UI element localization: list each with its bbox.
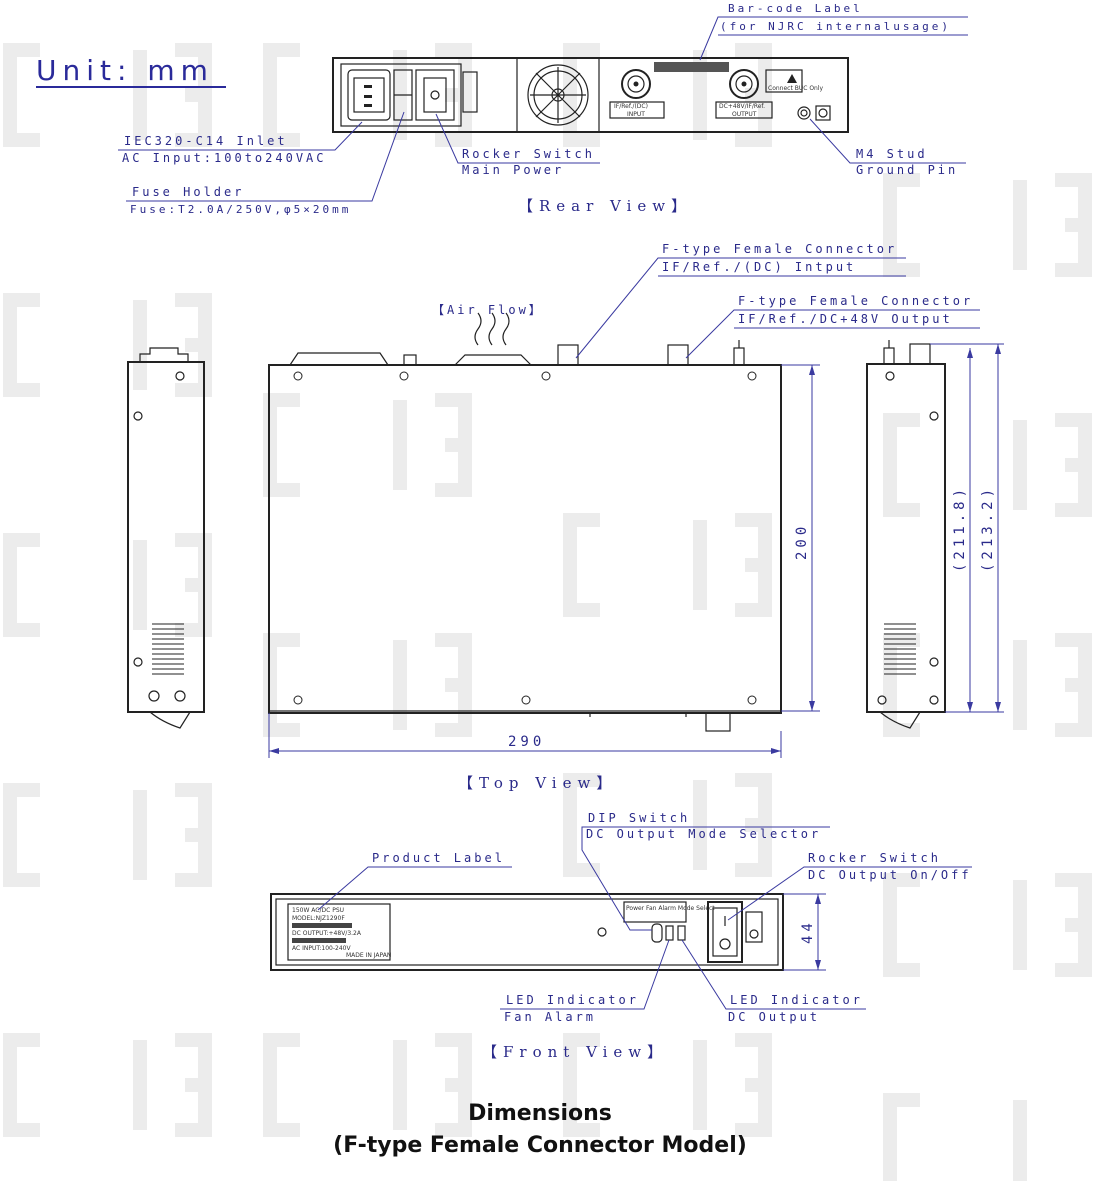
depth-dimension [781, 364, 820, 712]
width-dimension [268, 713, 782, 758]
airflow-label: 【Air Flow】 [432, 303, 544, 317]
front-panel-text: Power Fan Alarm Mode Select [626, 905, 715, 912]
barcode-label-line2: (for NJRC internalusage) [720, 20, 951, 33]
iec-inlet-label-line2: AC Input:100to240VAC [122, 151, 327, 165]
depth-dim-a-value: (211.8) [952, 485, 968, 572]
rocker-rear-label-line2: Main Power [462, 163, 564, 177]
f-output-label-line2: IF/Ref./DC+48V Output [738, 312, 953, 326]
product-text-5: MADE IN JAPAN [346, 952, 391, 959]
dip-switch-label-line1: DIP Switch [588, 811, 690, 825]
led-dc-label-line1: LED Indicator [730, 993, 863, 1007]
f-input-label-line1: F-type Female Connector [662, 242, 897, 256]
rear-input-sub-text: IF/Ref./(DC) [614, 103, 648, 110]
barcode-label-line1: Bar-code Label [728, 2, 863, 15]
fuse-holder-label-line1: Fuse Holder [132, 185, 244, 199]
depth-dim-value: 200 [794, 523, 810, 560]
rear-view: INPUT IF/Ref./(DC) OUTPUT DC+48V/IF/Ref.… [332, 57, 849, 133]
top-view-title: 【Top View】 [458, 774, 617, 792]
unit-label: Unit: mm [36, 54, 214, 87]
product-text-2: MODEL:NJZ1290F [292, 915, 345, 922]
m4-stud-label-line2: Ground Pin [856, 163, 958, 177]
rear-view-title: 【Rear View】 [518, 197, 692, 215]
dip-switch-label-line2: DC Output Mode Selector [586, 827, 821, 841]
rear-barcode [654, 62, 729, 72]
fuse-holder-label-line2: Fuse:T2.0A/250V,φ5×20mm [130, 203, 351, 216]
iec-inlet-label-line1: IEC320-C14 Inlet [124, 134, 288, 148]
product-text-3: DC OUTPUT:+48V/3.2A [292, 930, 362, 937]
top-view [268, 312, 782, 732]
figure-title-line1: Dimensions [468, 1101, 612, 1126]
height-dimension [783, 893, 826, 971]
rear-output-text: OUTPUT [732, 111, 757, 118]
height-dim-value: 44 [800, 919, 816, 944]
rear-input-text: INPUT [627, 111, 645, 118]
led-fan-label-line1: LED Indicator [506, 993, 639, 1007]
f-output-label-line1: F-type Female Connector [738, 294, 973, 308]
product-text-1: 150W AC/DC PSU [292, 907, 344, 914]
product-label-callout: Product Label [372, 851, 505, 865]
front-view-title: 【Front View】 [482, 1043, 668, 1061]
rear-caution-text: Connect BUC Only [768, 85, 824, 92]
f-input-label-line2: IF/Ref./(DC) Intput [662, 260, 856, 274]
left-side-view [127, 347, 205, 729]
width-dim-value: 290 [508, 734, 545, 750]
front-view: 150W AC/DC PSU MODEL:NJZ1290F DC OUTPUT:… [270, 893, 784, 971]
rear-output-sub-text: DC+48V/IF/Ref. [719, 103, 765, 110]
figure-title-line2: (F-type Female Connector Model) [333, 1133, 747, 1158]
rocker-front-label-line2: DC Output On/Off [808, 868, 972, 882]
led-fan-label-line2: Fan Alarm [504, 1010, 596, 1024]
m4-stud-label-line1: M4 Stud [856, 147, 928, 161]
rocker-rear-label-line1: Rocker Switch [462, 147, 595, 161]
right-side-view [866, 340, 946, 729]
overall-depth-dimensions [930, 343, 1004, 713]
product-text-4: AC INPUT:100-240V [292, 945, 351, 952]
rocker-front-label-line1: Rocker Switch [808, 851, 941, 865]
depth-dim-b-value: (213.2) [980, 485, 996, 572]
led-dc-label-line2: DC Output [728, 1010, 820, 1024]
